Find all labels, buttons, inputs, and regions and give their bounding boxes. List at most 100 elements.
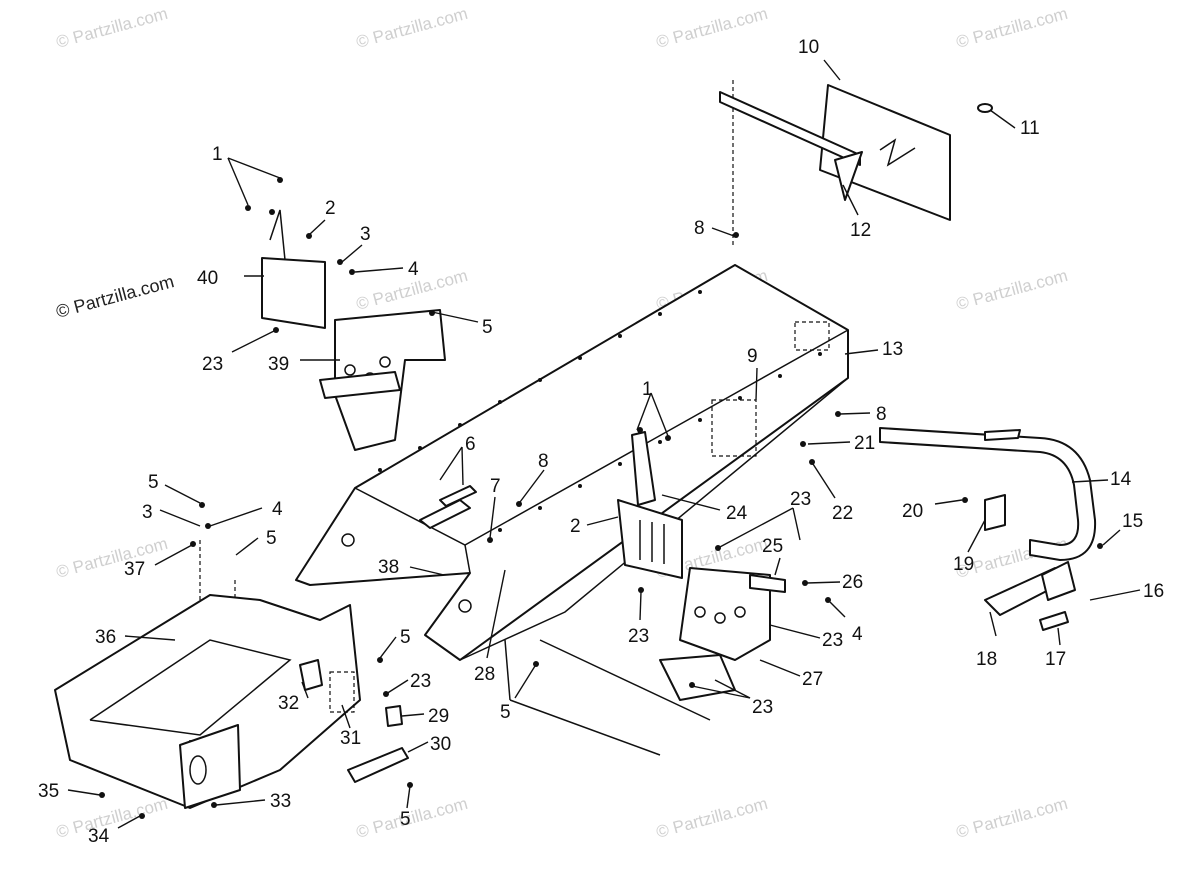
- part-25: [749, 574, 786, 593]
- callout-8: 8: [538, 451, 549, 472]
- bracket-flange: [319, 371, 401, 399]
- watermark: © Partzilla.com: [54, 534, 170, 582]
- callout-9: 9: [747, 346, 758, 367]
- callout-23: 23: [628, 626, 649, 647]
- callout-5: 5: [400, 627, 411, 648]
- guide-line: [504, 639, 511, 701]
- watermark: © Partzilla.com: [654, 4, 770, 52]
- callout-22: 22: [832, 503, 853, 524]
- callout-38: 38: [378, 557, 399, 578]
- pan-side-plate: [179, 724, 241, 809]
- callout-7: 7: [490, 476, 501, 497]
- callout-23: 23: [202, 354, 223, 375]
- tunnel-hole: [458, 599, 472, 613]
- callout-35: 35: [38, 781, 59, 802]
- tunnel-bottom-edge: [459, 377, 849, 661]
- callout-31: 31: [340, 728, 361, 749]
- watermark: © Partzilla.com: [354, 4, 470, 52]
- bumper-clip: [984, 429, 1021, 441]
- footrest-pad: [1041, 561, 1076, 601]
- callout-20: 20: [902, 501, 923, 522]
- flap-notch: [879, 138, 916, 167]
- watermark: © Partzilla.com: [954, 794, 1070, 842]
- part-29: [385, 705, 403, 727]
- watermark: © Partzilla.com: [954, 4, 1070, 52]
- callout-33: 33: [270, 791, 291, 812]
- callout-15: 15: [1122, 511, 1143, 532]
- bracket-hole: [714, 612, 726, 624]
- callout-5: 5: [500, 702, 511, 723]
- callout-36: 36: [95, 627, 116, 648]
- bracket-arm: [269, 209, 286, 261]
- callout-5: 5: [148, 472, 159, 493]
- callout-10: 10: [798, 37, 819, 58]
- bracket-24: [617, 499, 683, 579]
- callout-2: 2: [570, 516, 581, 537]
- guide-line: [509, 699, 661, 756]
- front-pan-group: [54, 540, 409, 809]
- leader-lines: [67, 59, 1141, 829]
- bracket-hole: [344, 364, 356, 376]
- callout-6: 6: [465, 434, 476, 455]
- callout-12: 12: [850, 220, 871, 241]
- callout-23: 23: [790, 489, 811, 510]
- part-30: [347, 747, 409, 783]
- callout-30: 30: [430, 734, 451, 755]
- callout-29: 29: [428, 706, 449, 727]
- callout-27: 27: [802, 669, 823, 690]
- callout-3: 3: [360, 224, 371, 245]
- part-19: [984, 494, 1006, 531]
- tunnel-hole: [341, 533, 355, 547]
- callout-4: 4: [272, 499, 283, 520]
- guide-line: [539, 639, 711, 721]
- tunnel-slot: [439, 485, 477, 507]
- callout-8: 8: [694, 218, 705, 239]
- callout-11: 11: [1020, 118, 1040, 139]
- center-bracket-group: [617, 431, 786, 701]
- flap-bracket-end: [834, 151, 863, 201]
- flap-fastener: [977, 103, 993, 113]
- callout-34: 34: [88, 826, 110, 847]
- callout-5: 5: [266, 528, 277, 549]
- tunnel-reinforcement: [794, 321, 830, 351]
- rear-bumper-group: [879, 427, 1097, 631]
- callout-21: 21: [854, 433, 875, 454]
- pan-recess: [89, 639, 292, 736]
- tunnel-reinforcement: [711, 399, 757, 457]
- callout-3: 3: [142, 502, 153, 523]
- callout-16: 16: [1143, 581, 1164, 602]
- callout-37: 37: [124, 559, 145, 580]
- upper-left-bracket-group: [261, 209, 446, 451]
- pan-hole: [189, 755, 207, 785]
- flap-bracket: [719, 91, 861, 166]
- callout-5: 5: [482, 317, 493, 338]
- watermark: © Partzilla.com: [54, 4, 170, 52]
- watermark: © Partzilla.com: [54, 794, 170, 842]
- watermark: © Partzilla.com: [954, 266, 1070, 314]
- callout-40: 40: [197, 268, 218, 289]
- callouts: 1 2 3 4 5 40 23 39 10 11 12 8 13 9 8 21 …: [38, 37, 1164, 847]
- callout-1: 1: [642, 379, 653, 400]
- pan-reinforcement: [329, 671, 355, 713]
- callout-14: 14: [1110, 469, 1132, 490]
- callout-28: 28: [474, 664, 495, 685]
- callout-25: 25: [762, 536, 783, 557]
- bracket-post: [631, 431, 656, 506]
- callout-4: 4: [408, 259, 419, 280]
- callout-32: 32: [278, 693, 299, 714]
- bracket-hole: [694, 606, 706, 618]
- callout-1: 1: [212, 144, 223, 165]
- callout-2: 2: [325, 198, 336, 219]
- bracket-hole: [734, 606, 746, 618]
- callout-26: 26: [842, 572, 863, 593]
- callout-23: 23: [822, 630, 843, 651]
- rivet-row: [378, 290, 822, 532]
- callout-23: 23: [410, 671, 431, 692]
- bracket-27: [679, 567, 771, 661]
- callout-23: 23: [752, 697, 773, 718]
- watermark: © Partzilla.com: [354, 794, 470, 842]
- tunnel-fold: [464, 544, 471, 574]
- callout-24: 24: [726, 503, 748, 524]
- callout-39: 39: [268, 354, 289, 375]
